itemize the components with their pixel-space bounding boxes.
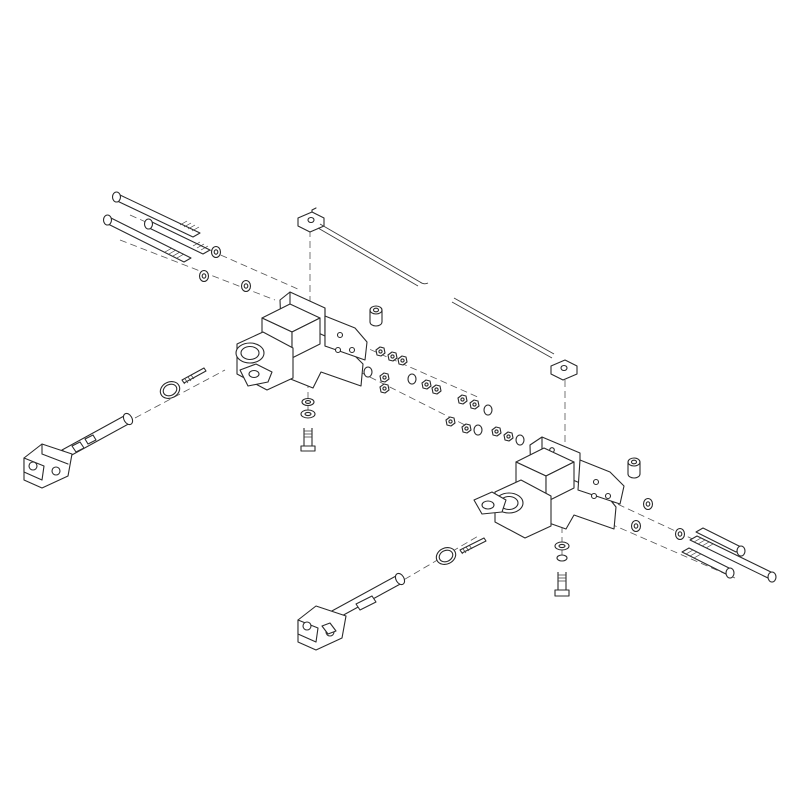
ring-icon: [435, 547, 457, 565]
cable-icon: [319, 223, 429, 285]
nut-icon: [431, 384, 442, 395]
washer-icon: [363, 366, 373, 378]
right-short-bolt-assembly: [554, 541, 570, 597]
nut-icon: [503, 431, 514, 442]
ring-icon: [159, 381, 181, 399]
bolt-icon: [111, 191, 201, 238]
left-spacer: [369, 305, 383, 327]
centerline-left-pin: [134, 369, 226, 419]
washer-icon: [554, 541, 570, 551]
nut-icon: [375, 346, 386, 357]
right-spacer: [627, 457, 641, 479]
washer-icon: [473, 424, 483, 436]
left-spring-pin: [159, 367, 207, 399]
nut-icon: [379, 383, 390, 394]
spring-pin-icon: [181, 367, 207, 385]
right-hitch-bracket: [473, 436, 625, 539]
right-cable-plate: [550, 359, 578, 381]
right-washers: [630, 497, 686, 541]
right-spring-pin: [435, 537, 487, 565]
centerline-lower-nuts: [359, 371, 466, 426]
cable-icon: [451, 301, 553, 359]
centerlines: [119, 214, 771, 586]
clevis-pin-icon: [23, 412, 134, 489]
clevis-pin-icon: [297, 572, 406, 651]
right-pin-assembly: [297, 572, 406, 651]
nut-icon: [397, 355, 408, 366]
nut-icon: [421, 379, 432, 390]
bolt-icon: [102, 214, 192, 263]
nut-icon: [387, 351, 398, 362]
nut-icon: [469, 399, 480, 410]
right-long-bolts: [681, 527, 777, 583]
bolt-icon: [681, 547, 735, 579]
washer-icon: [300, 409, 316, 419]
bolt-icon: [689, 535, 777, 583]
left-hitch-bracket: [235, 291, 368, 391]
hitch-bracket-icon: [235, 291, 368, 391]
left-short-bolt-assembly: [300, 397, 316, 452]
bolt-icon: [300, 428, 316, 452]
washer-icon: [556, 554, 568, 562]
bolt-icon: [695, 527, 746, 557]
left-cable-plate: [297, 207, 325, 233]
washer-icon: [483, 404, 493, 416]
left-washers: [198, 245, 252, 293]
spring-pin-icon: [459, 537, 487, 555]
nut-icon: [379, 372, 390, 383]
bolt-icon: [143, 218, 211, 255]
center-hardware: [363, 346, 525, 446]
hitch-bracket-icon: [473, 436, 625, 539]
left-pin-assembly: [23, 412, 134, 489]
bolt-icon: [554, 572, 570, 597]
washer-icon: [301, 397, 315, 407]
washer-icon: [407, 373, 417, 385]
nut-icon: [457, 394, 468, 405]
nut-icon: [461, 423, 472, 434]
washer-icon: [515, 434, 525, 446]
nut-icon: [445, 416, 456, 427]
nut-icon: [491, 426, 502, 437]
left-long-bolts: [102, 191, 211, 263]
